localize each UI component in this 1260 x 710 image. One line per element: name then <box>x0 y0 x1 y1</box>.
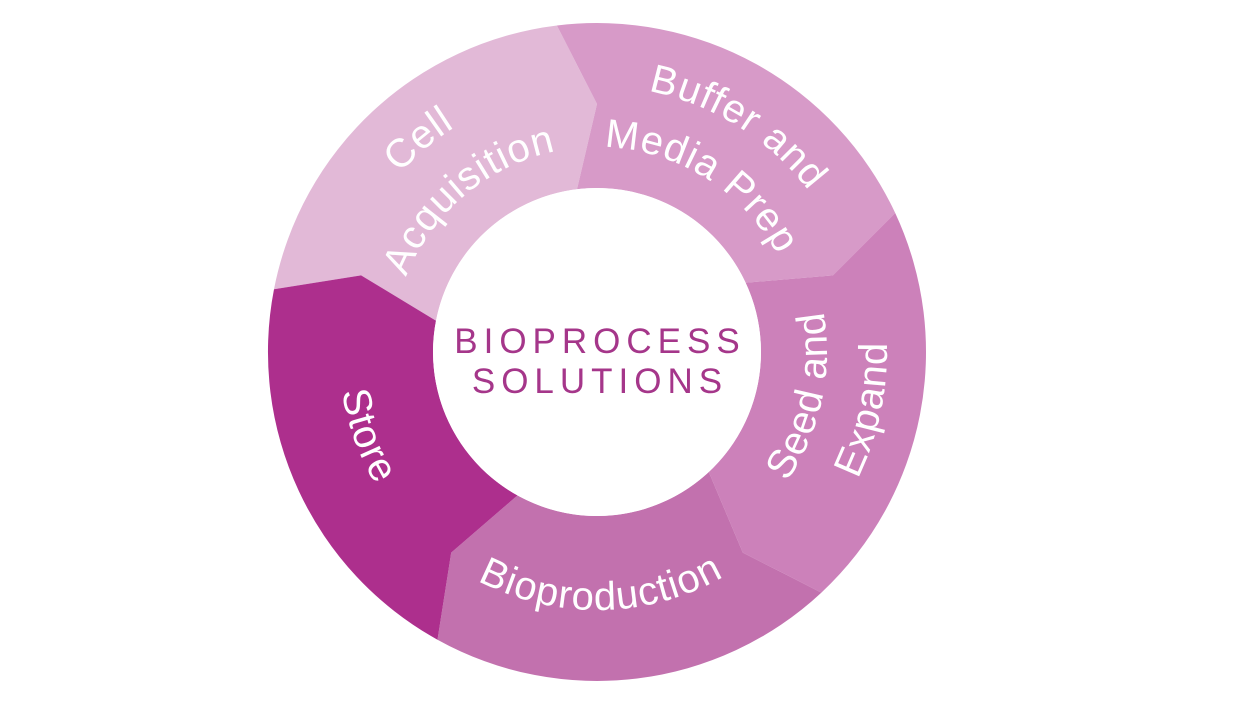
segment-cell-acquisition <box>274 25 597 321</box>
center-title-line2: SOLUTIONS <box>472 362 728 401</box>
center-title-line1: BIOPROCESS <box>454 322 745 361</box>
center-circle <box>433 188 761 516</box>
segment-bioproduction <box>437 472 822 681</box>
segment-buffer-media-prep <box>556 23 896 283</box>
segment-store <box>267 275 518 640</box>
segment-seed-expand <box>708 213 927 593</box>
